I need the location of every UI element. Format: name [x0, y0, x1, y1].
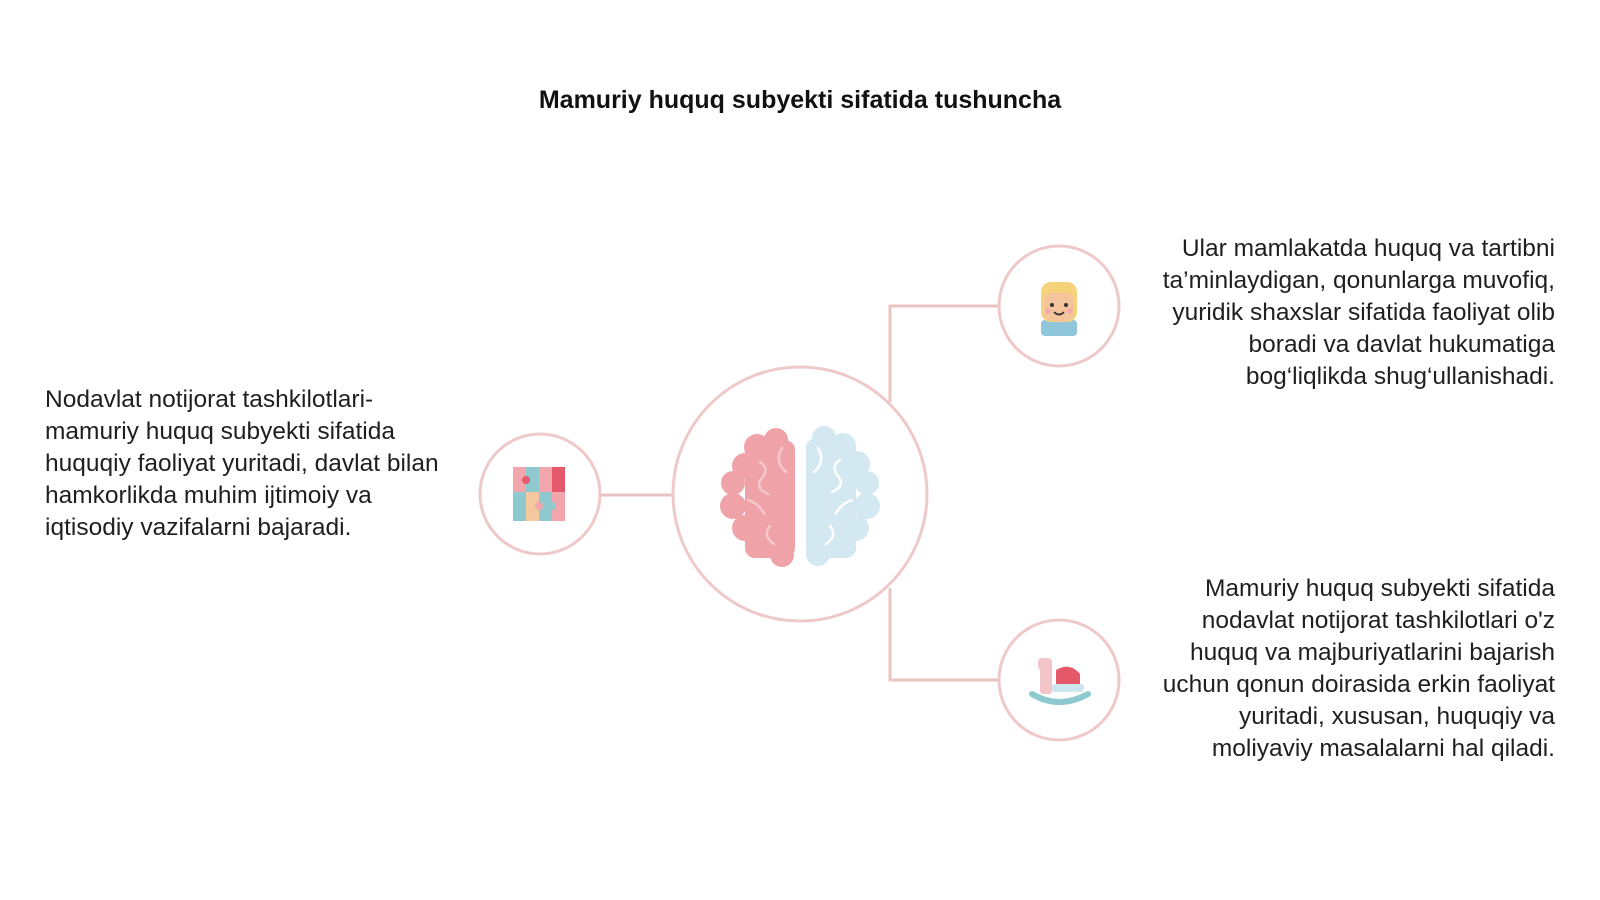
- connectors: [601, 304, 999, 682]
- rocking-horse-icon: [1029, 658, 1091, 705]
- text-block-bottom-right: Mamuriy huquq subyekti sifatida nodavlat…: [1162, 575, 1555, 762]
- page-title: Mamuriy huquq subyekti sifatida tushunch…: [538, 86, 1062, 114]
- text-block-top-right: Ular mamlakatda huquq va tartibni ta’min…: [1162, 235, 1555, 390]
- bottom-right-node: [997, 618, 1121, 742]
- child-face-icon: [1041, 282, 1077, 336]
- top-right-node: [997, 244, 1121, 368]
- connector-bottom-right: [888, 588, 999, 682]
- brain-icon: [720, 426, 880, 567]
- center-node: [671, 365, 929, 623]
- connector-top-right: [888, 304, 999, 402]
- left-node: [478, 432, 602, 556]
- puzzle-icon: [513, 467, 565, 521]
- text-block-left: Nodavlat notijorat tashkilotlari-mamuriy…: [45, 386, 439, 541]
